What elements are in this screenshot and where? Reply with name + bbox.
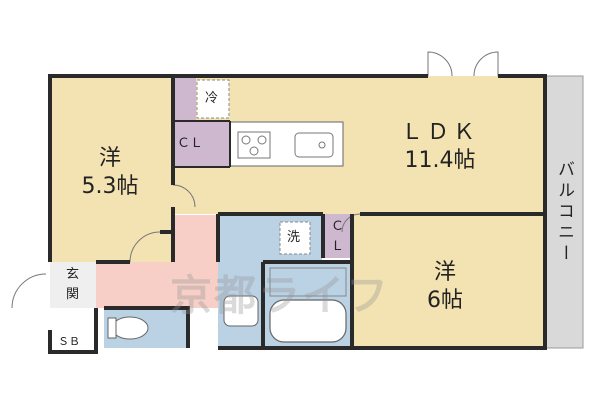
watermark-logo: 京都ライフ	[170, 271, 391, 320]
hallway-lower	[96, 262, 176, 308]
shoe-box	[50, 330, 96, 352]
fridge-label: 冷	[205, 91, 219, 106]
room-name: ＬＤＫ	[400, 120, 479, 145]
room-western-left-label: 洋 5.3帖	[62, 148, 158, 198]
sink	[294, 132, 334, 158]
room-western-right-label: 洋 6帖	[405, 262, 485, 312]
thin-walls	[172, 120, 231, 168]
burner	[249, 146, 259, 156]
closet-mid-label-l: Ｌ	[331, 239, 345, 254]
sink-drain	[318, 141, 326, 149]
entrance-label-2: 関	[66, 287, 80, 302]
toilet-bowl	[111, 316, 149, 340]
room-size: 5.3帖	[81, 174, 139, 199]
laundry-label: 洗	[287, 230, 301, 245]
door-swing	[172, 184, 196, 208]
room-size: 11.4帖	[404, 148, 476, 173]
walls	[48, 74, 547, 354]
stove	[237, 131, 271, 159]
entrance-label-1: 玄	[66, 267, 80, 282]
door-swing	[341, 213, 361, 233]
shoe-box-label: ＳＢ	[58, 335, 80, 348]
room-name: 洋	[98, 146, 121, 171]
closet-top-strip	[172, 76, 196, 121]
burner	[257, 135, 267, 145]
washbasin	[223, 295, 259, 327]
room-name: 洋	[433, 260, 456, 285]
door-swing	[11, 273, 47, 309]
bathtub	[269, 299, 347, 343]
door-swing	[129, 231, 161, 263]
closet-mid	[323, 214, 353, 258]
shower-area	[269, 267, 347, 297]
room-western-right	[352, 214, 545, 348]
room-ldk-label: ＬＤＫ 11.4帖	[385, 122, 495, 172]
fridge-space	[196, 79, 230, 119]
room-size: 6帖	[427, 288, 463, 313]
hallway	[173, 215, 218, 308]
entrance	[50, 262, 96, 308]
burner	[241, 135, 251, 145]
washer-space	[279, 221, 311, 255]
balcony	[544, 75, 584, 349]
balcony-door-swing	[427, 51, 453, 77]
closet-left-label: ＣＬ	[177, 136, 204, 151]
closet-left	[172, 121, 230, 167]
room-western-left	[50, 76, 173, 262]
closet-mid-label-c: Ｃ	[331, 219, 345, 234]
balcony-door-swing	[473, 51, 499, 77]
kitchen-upper	[230, 76, 350, 121]
toilet-tank	[107, 317, 117, 339]
balcony-label: バルコニー	[554, 160, 574, 265]
